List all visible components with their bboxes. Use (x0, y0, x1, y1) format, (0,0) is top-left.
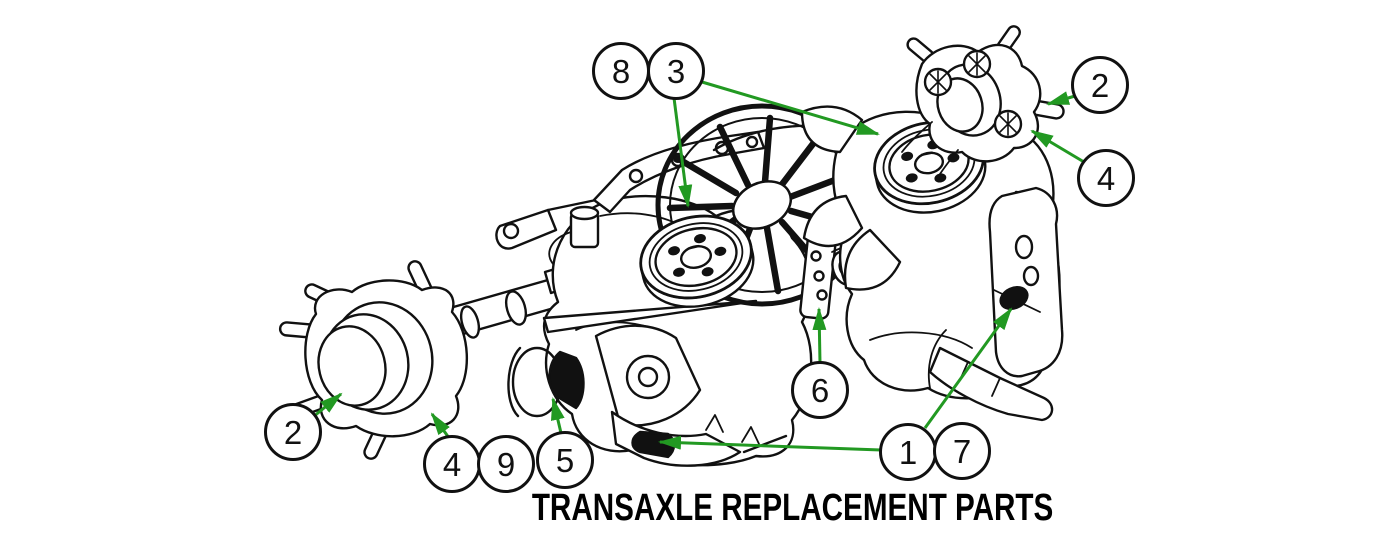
callout-9[interactable]: 9 (477, 435, 535, 493)
leader-3-to-left-pulley (672, 97, 693, 208)
leader-5 (550, 397, 565, 434)
leader-3-to-right-pulley (701, 80, 880, 136)
callout-4-upper[interactable]: 4 (1077, 149, 1135, 207)
callout-7[interactable]: 7 (933, 422, 991, 480)
upper-right-hub (901, 25, 1065, 175)
callout-2-upper[interactable]: 2 (1071, 56, 1129, 114)
callout-1[interactable]: 1 (879, 423, 937, 481)
transaxle-line-art (278, 25, 1065, 467)
leader-2-upper (1046, 91, 1076, 106)
leader-1-7-up (923, 307, 1013, 429)
leader-4-lower (430, 412, 451, 439)
leader-6 (812, 307, 827, 364)
left-brake-cluster (507, 324, 788, 467)
callout-8[interactable]: 8 (592, 42, 650, 100)
callout-6[interactable]: 6 (791, 361, 849, 419)
leader-1-left (658, 435, 882, 452)
leader-2-lower (312, 392, 343, 419)
callout-4-lower[interactable]: 4 (423, 435, 481, 493)
callout-3[interactable]: 3 (647, 42, 705, 100)
diagram-title: TRANSAXLE REPLACEMENT PARTS (531, 487, 1054, 529)
left-pulley (639, 214, 755, 308)
right-side-plate (988, 186, 1064, 378)
callout-5[interactable]: 5 (536, 431, 594, 489)
star-washers (923, 49, 1023, 139)
left-mount-arm (495, 198, 598, 250)
leader-4-upper (1030, 129, 1085, 164)
callout-2-lower[interactable]: 2 (264, 403, 322, 461)
leader-arrows (312, 80, 1085, 452)
